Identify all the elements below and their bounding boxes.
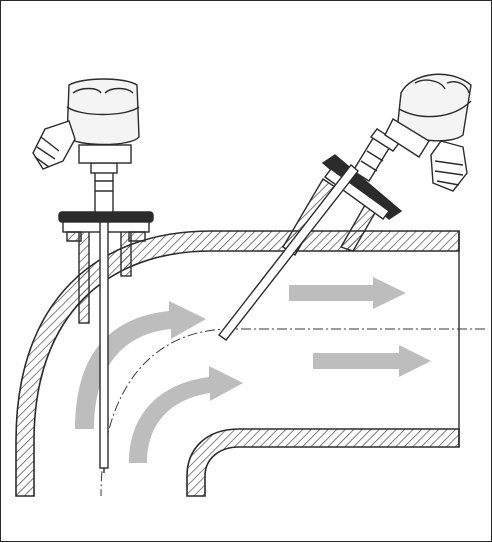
cable-gland-vertical [32, 120, 76, 170]
flow-arrow-bottom-right [313, 345, 431, 377]
probe-stem-vertical [99, 221, 109, 469]
clamp-flange [58, 211, 154, 223]
socket-left [78, 230, 90, 324]
pipe-inner-wall [186, 428, 460, 497]
probe-stem-angled [218, 163, 359, 341]
flow-arrow-curve-inner [129, 366, 243, 463]
flow-arrows [75, 277, 431, 463]
flow-arrow-curve-outer [75, 301, 206, 429]
cable-gland-angled [430, 140, 468, 192]
pipe-outer-wall [15, 230, 460, 497]
sensor-angled [218, 73, 472, 341]
flow-arrow-top-right [289, 277, 406, 309]
pipe-elbow [15, 230, 460, 497]
sensor-vertical [32, 78, 154, 473]
housing-head-vertical [66, 78, 140, 146]
